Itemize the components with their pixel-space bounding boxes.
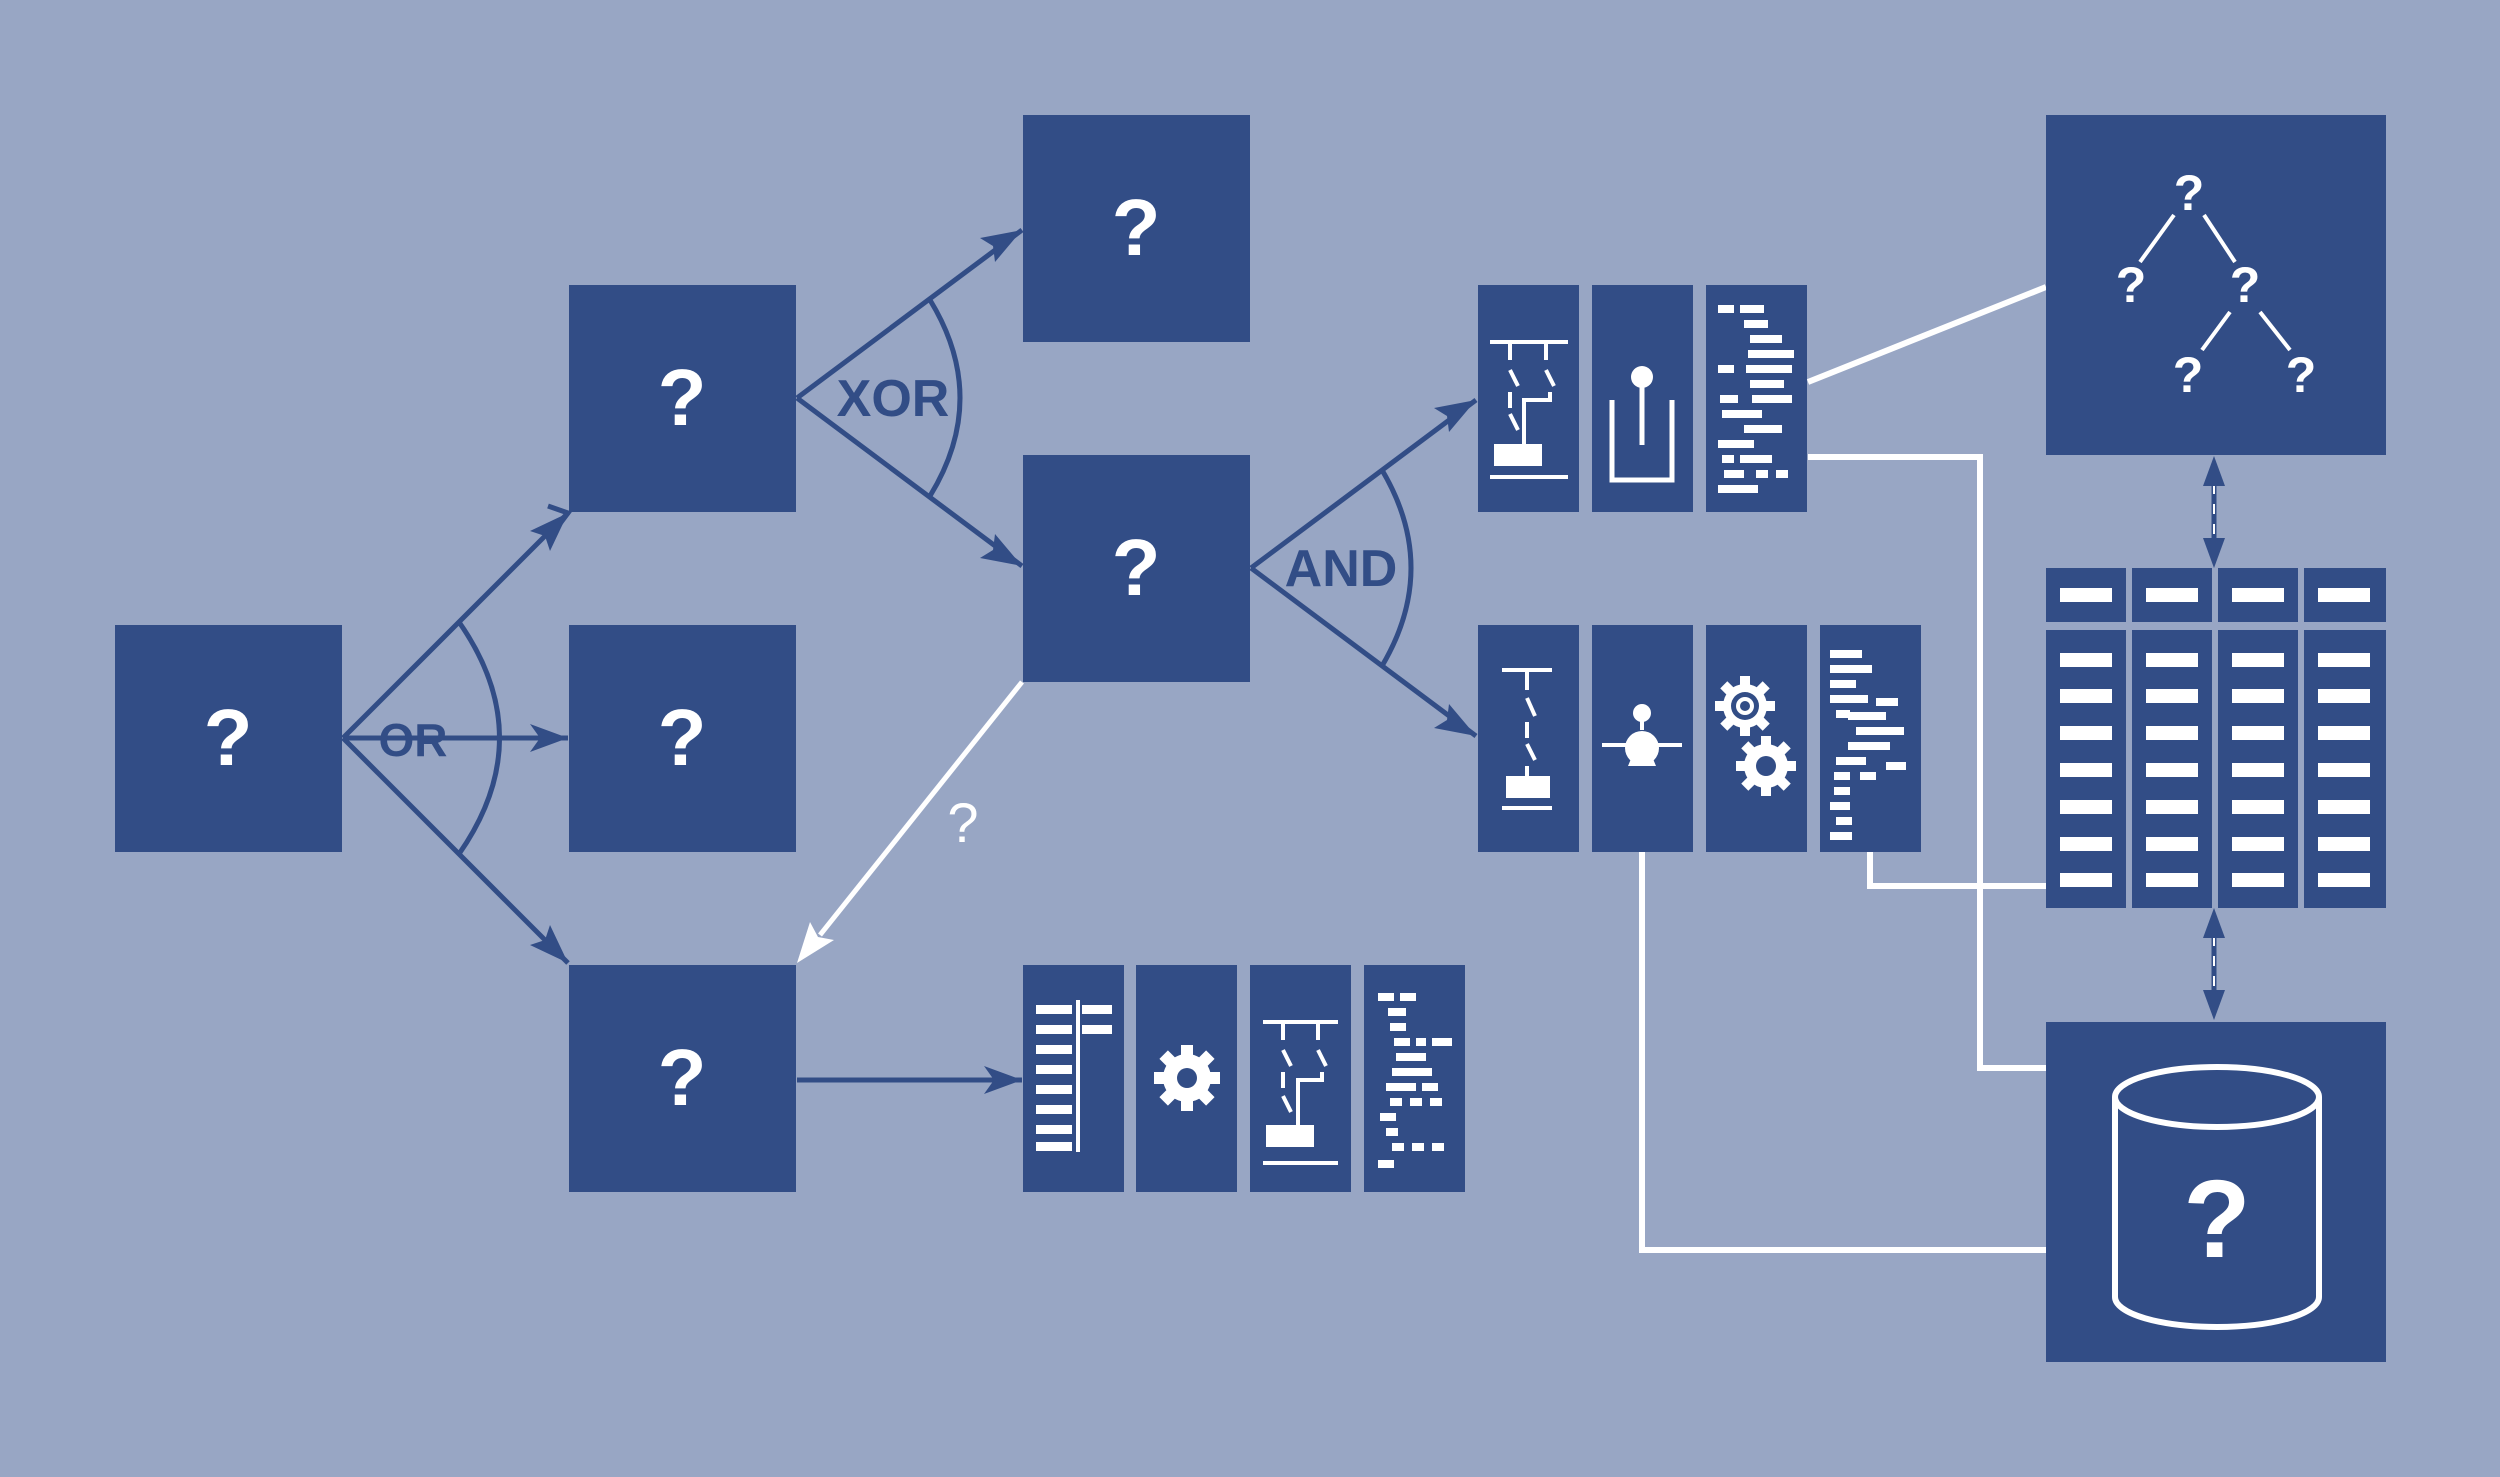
process-box-start[interactable]: ?	[115, 625, 342, 852]
link-code-to-table	[1867, 852, 2046, 889]
feedback-label: ?	[947, 791, 978, 854]
code-blocks-icon	[1364, 965, 1465, 1192]
tree-right-right-label: ?	[2286, 347, 2317, 403]
list-icon	[1023, 965, 1124, 1192]
or-gate-label: OR	[379, 714, 448, 766]
tree-root-label: ?	[2174, 165, 2205, 221]
bottom-module[interactable]	[1023, 965, 1465, 1192]
and-arrowheads	[1434, 400, 1476, 736]
and-top-module[interactable]	[1478, 285, 1807, 512]
xor-top-label: ?	[1112, 183, 1161, 272]
arrowhead-icon	[984, 1066, 1022, 1094]
arrowhead-icon	[2203, 908, 2225, 938]
arrowhead-icon	[1434, 704, 1476, 736]
tree-icon[interactable]: ? ? ? ? ?	[2046, 115, 2386, 455]
or-top-label: ?	[658, 353, 707, 442]
or-bottom-label: ?	[658, 1033, 707, 1122]
link-code-to-tree	[1806, 284, 2048, 385]
gears-icon	[1706, 625, 1807, 852]
bidirectional-links	[2203, 456, 2225, 1020]
xor-edge-top	[795, 227, 1024, 401]
arrowhead-icon	[530, 513, 568, 551]
arrowhead-icon	[1434, 400, 1476, 432]
or-split-connectors	[341, 503, 573, 965]
and-gate-label: AND	[1285, 540, 1398, 598]
and-bottom-module[interactable]	[1478, 625, 1921, 852]
feedback-connector: ?	[797, 680, 1024, 963]
feedback-edge	[818, 680, 1024, 937]
ladder-logic-icon	[1250, 965, 1351, 1192]
tree-right-label: ?	[2230, 257, 2261, 313]
arrowhead-icon	[2203, 538, 2225, 568]
or-edge-top	[341, 511, 570, 740]
link-code-to-database	[1808, 454, 2046, 1071]
bottom-flow-connector	[797, 1066, 1022, 1094]
process-box-xor-top[interactable]: ?	[1023, 115, 1250, 342]
ladder-logic-icon	[1478, 625, 1579, 852]
database-icon[interactable]: ?	[2046, 1022, 2386, 1362]
gear-icon	[1136, 965, 1237, 1192]
white-data-links	[1639, 284, 2048, 1253]
and-edge-top	[1249, 397, 1478, 571]
xor-split-connectors	[795, 227, 1024, 569]
arrowhead-icon	[530, 724, 568, 752]
process-box-or-middle[interactable]: ?	[569, 625, 796, 852]
process-box-xor-bottom[interactable]: ?	[1023, 455, 1250, 682]
tree-right-left-label: ?	[2173, 347, 2204, 403]
code-blocks-icon	[1820, 625, 1921, 852]
arrowhead-icon	[980, 230, 1022, 262]
tree-left-label: ?	[2116, 257, 2147, 313]
tank-sensor-icon	[1592, 285, 1693, 512]
xor-arrowheads	[980, 230, 1022, 566]
database-label: ?	[2183, 1158, 2250, 1281]
arrowhead-icon	[2203, 990, 2225, 1020]
process-box-or-top[interactable]: ?	[569, 285, 796, 512]
start-label: ?	[204, 693, 253, 782]
arrowhead-icon	[797, 922, 834, 963]
and-gate-arc	[1379, 468, 1414, 668]
arrowhead-icon	[980, 534, 1022, 566]
code-blocks-icon	[1706, 285, 1807, 512]
xor-gate-arc	[927, 298, 963, 498]
or-gate-arc	[456, 620, 502, 856]
pump-icon	[1592, 625, 1693, 852]
or-middle-label: ?	[658, 693, 707, 782]
process-box-or-bottom[interactable]: ?	[569, 965, 796, 1192]
or-arrowheads	[530, 513, 568, 963]
link-pump-to-database	[1639, 852, 2046, 1253]
arrowhead-icon	[530, 925, 568, 963]
or-edge-bottom	[341, 736, 570, 965]
arrowhead-icon	[2203, 456, 2225, 486]
xor-gate-label: XOR	[837, 370, 950, 428]
ladder-logic-icon	[1478, 285, 1579, 512]
xor-edge-bottom	[795, 395, 1024, 569]
table-icon[interactable]	[2046, 568, 2386, 908]
and-split-connectors	[1249, 397, 1478, 739]
and-edge-bottom	[1249, 565, 1478, 739]
xor-bottom-label: ?	[1112, 523, 1161, 612]
